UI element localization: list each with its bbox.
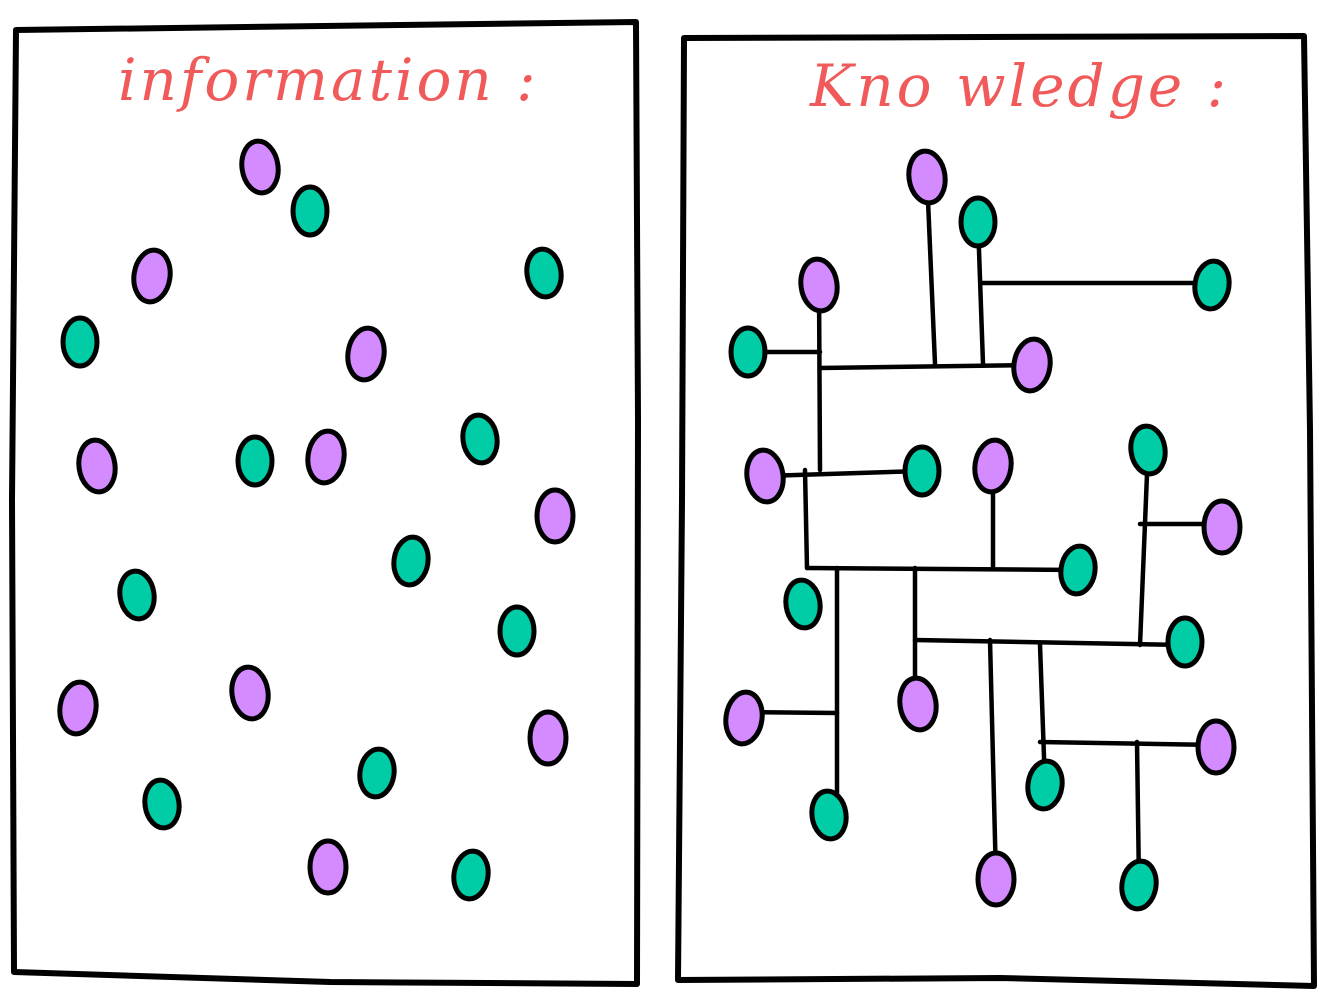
teal-node	[1119, 858, 1159, 912]
teal-node	[1165, 615, 1205, 669]
connection-line	[802, 467, 810, 571]
teal-node	[117, 568, 157, 622]
connection-line	[1037, 739, 1219, 748]
connection-line	[816, 282, 823, 473]
teal-node	[902, 444, 942, 498]
teal-node	[142, 777, 182, 831]
purple-node	[527, 709, 569, 767]
teal-node	[958, 195, 998, 249]
purple-node	[744, 447, 786, 505]
teal-node	[809, 788, 849, 842]
teal-node	[357, 746, 397, 800]
teal-node	[497, 604, 537, 658]
purple-node	[972, 437, 1014, 495]
purple-node	[906, 148, 948, 206]
purple-node	[239, 138, 281, 196]
connection-line	[987, 637, 999, 882]
teal-node	[391, 534, 431, 588]
purple-node	[307, 838, 349, 896]
purple-node	[76, 437, 118, 495]
purple-node	[1195, 718, 1237, 776]
connection-line	[1137, 447, 1151, 648]
connection-line	[762, 468, 925, 479]
knowledge-panel-title: Kno wledge :	[809, 52, 1229, 120]
connection-line	[924, 174, 938, 367]
connection-line	[804, 565, 1081, 573]
purple-node	[897, 675, 939, 733]
teal-node	[460, 412, 500, 466]
teal-node	[1128, 423, 1168, 477]
teal-node	[1058, 543, 1098, 597]
teal-node	[728, 325, 768, 379]
teal-node	[783, 577, 823, 631]
purple-node	[723, 689, 765, 747]
purple-node	[345, 325, 387, 383]
purple-node	[975, 850, 1017, 908]
teal-node	[451, 848, 491, 902]
teal-node	[1192, 258, 1232, 312]
purple-node	[57, 679, 99, 737]
information-panel-title: information :	[118, 46, 539, 114]
teal-node	[235, 434, 275, 488]
teal-node	[60, 315, 100, 369]
teal-node	[1025, 758, 1065, 812]
connection-line	[817, 362, 1035, 371]
purple-node	[798, 256, 840, 314]
purple-node	[305, 428, 347, 486]
purple-node	[534, 487, 576, 545]
knowledge-panel: Kno wledge :	[675, 33, 1317, 989]
information-dots	[57, 138, 576, 902]
purple-node	[229, 664, 271, 722]
information-panel: information :	[9, 19, 641, 987]
teal-node	[524, 246, 564, 300]
purple-node	[1011, 336, 1053, 394]
purple-node	[1201, 498, 1243, 556]
purple-node	[131, 247, 173, 305]
teal-node	[290, 184, 330, 238]
knowledge-dots	[723, 148, 1243, 912]
